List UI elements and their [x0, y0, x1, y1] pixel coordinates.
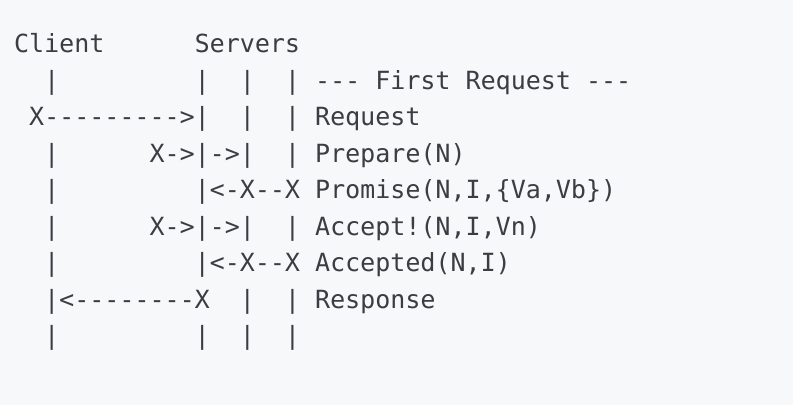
diagram-line-response: |<--------X | | Response: [14, 284, 436, 314]
ascii-sequence-diagram: Client Servers | | | | --- First Request…: [14, 26, 631, 355]
diagram-line-header: Client Servers: [14, 29, 300, 58]
diagram-line-prepare: | X->|->| | Prepare(N): [14, 138, 466, 168]
diagram-line-accept: | X->|->| | Accept!(N,I,Vn): [14, 211, 541, 241]
diagram-line-accepted: | |<-X--X Accepted(N,I): [14, 248, 511, 277]
diagram-line-promise: | |<-X--X Promise(N,I,{Va,Vb}): [14, 175, 617, 204]
diagram-line-footer: | | | |: [14, 321, 300, 350]
diagram-line-first-request: | | | | --- First Request ---: [14, 65, 632, 95]
diagram-line-request: X--------->| | | Request: [14, 102, 421, 131]
